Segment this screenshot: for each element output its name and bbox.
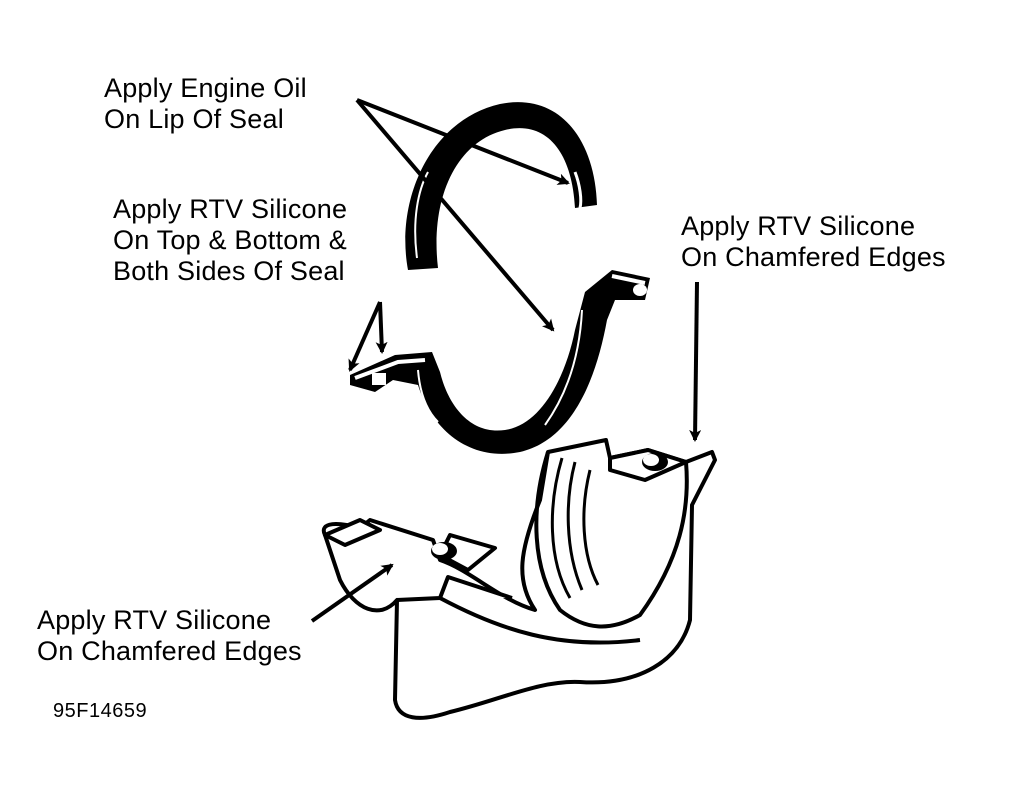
upper-seal-half xyxy=(405,102,597,270)
callout-line: Apply RTV Silicone xyxy=(681,211,916,241)
bolt-holes xyxy=(431,453,668,560)
callout-line: Apply RTV Silicone xyxy=(113,194,348,224)
callout-line: Both Sides Of Seal xyxy=(113,256,345,286)
callout-left-chamfer: Apply RTV Silicone On Chamfered Edges xyxy=(37,605,302,667)
arrow-right-chamfer xyxy=(689,281,702,442)
callout-seal-rtv: Apply RTV Silicone On Top & Bottom & Bot… xyxy=(113,194,347,287)
callout-line: On Chamfered Edges xyxy=(681,242,946,272)
arrow-seal-right xyxy=(375,301,388,354)
callout-line: Apply Engine Oil xyxy=(104,73,307,103)
leader-arrows xyxy=(310,98,702,623)
arrow-oil-lower xyxy=(355,98,555,332)
main-bearing-cap xyxy=(321,438,717,720)
callout-right-chamfer: Apply RTV Silicone On Chamfered Edges xyxy=(681,211,946,273)
arrow-left-chamfer xyxy=(310,563,394,623)
arrow-oil-upper xyxy=(356,98,570,185)
callout-line: Apply RTV Silicone xyxy=(37,605,272,635)
callout-line: On Lip Of Seal xyxy=(104,104,284,134)
lower-seal-half xyxy=(350,270,650,454)
callout-engine-oil: Apply Engine Oil On Lip Of Seal xyxy=(104,73,307,135)
arrow-seal-left xyxy=(348,301,382,372)
figure-code: 95F14659 xyxy=(53,700,148,722)
callout-line: On Chamfered Edges xyxy=(37,636,302,666)
callout-line: On Top & Bottom & xyxy=(113,225,348,255)
